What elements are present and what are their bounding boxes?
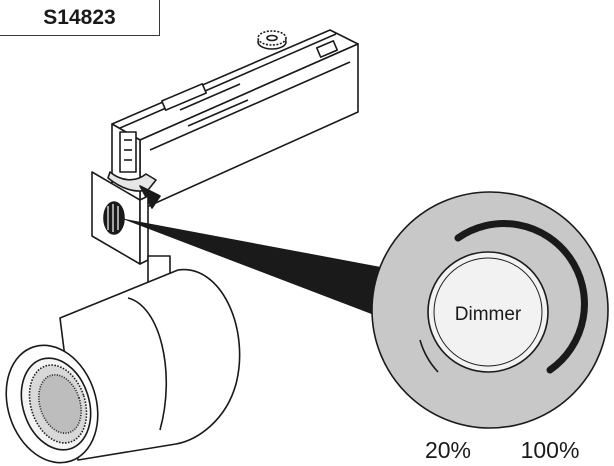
dimmer-max-label: 100% xyxy=(521,437,580,463)
dimmer-zoom-view xyxy=(371,191,609,429)
dimmer-scale-arc xyxy=(454,220,588,374)
product-code-label: S14823 xyxy=(0,0,160,36)
spotlight-head xyxy=(5,268,241,464)
dimmer-scale-start xyxy=(419,339,439,373)
zoom-leader xyxy=(120,218,386,318)
dimmer-min-label: 20% xyxy=(425,437,471,463)
dimmer-label: Dimmer xyxy=(455,304,522,325)
track-adapter xyxy=(111,29,359,211)
dimmer-knob[interactable] xyxy=(427,251,549,373)
locking-wheel xyxy=(257,30,287,50)
